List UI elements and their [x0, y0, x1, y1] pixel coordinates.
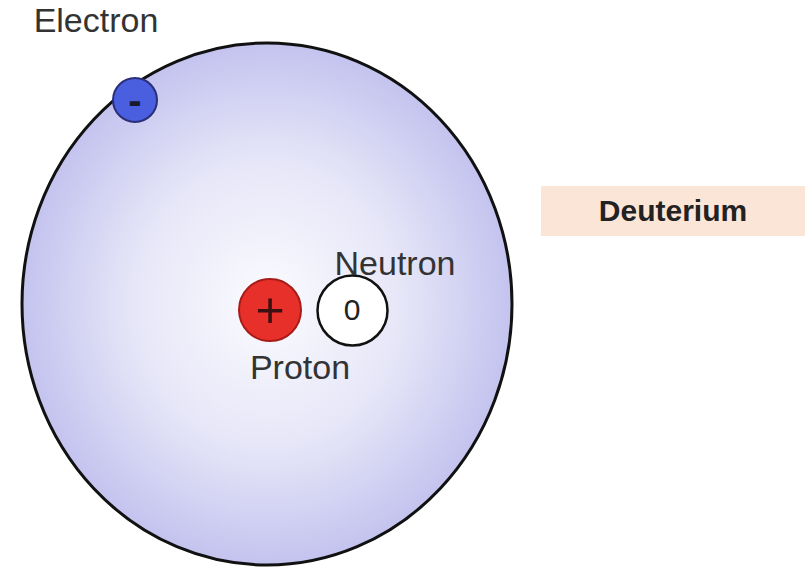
- charge-sign: 0: [315, 273, 390, 348]
- title-box: Deuterium: [541, 186, 805, 236]
- neutron-circle: Neutron0: [315, 273, 390, 348]
- charge-sign: -: [111, 76, 159, 124]
- neutron-label: Neutron: [335, 246, 456, 280]
- charge-sign: +: [237, 277, 303, 343]
- electron-circle: Electron-: [111, 76, 159, 124]
- proton-circle: +Proton: [237, 277, 303, 343]
- electron-label: Electron: [34, 3, 159, 37]
- proton-label: Proton: [250, 350, 350, 384]
- atom-shell: [22, 43, 512, 565]
- title-text: Deuterium: [541, 186, 805, 236]
